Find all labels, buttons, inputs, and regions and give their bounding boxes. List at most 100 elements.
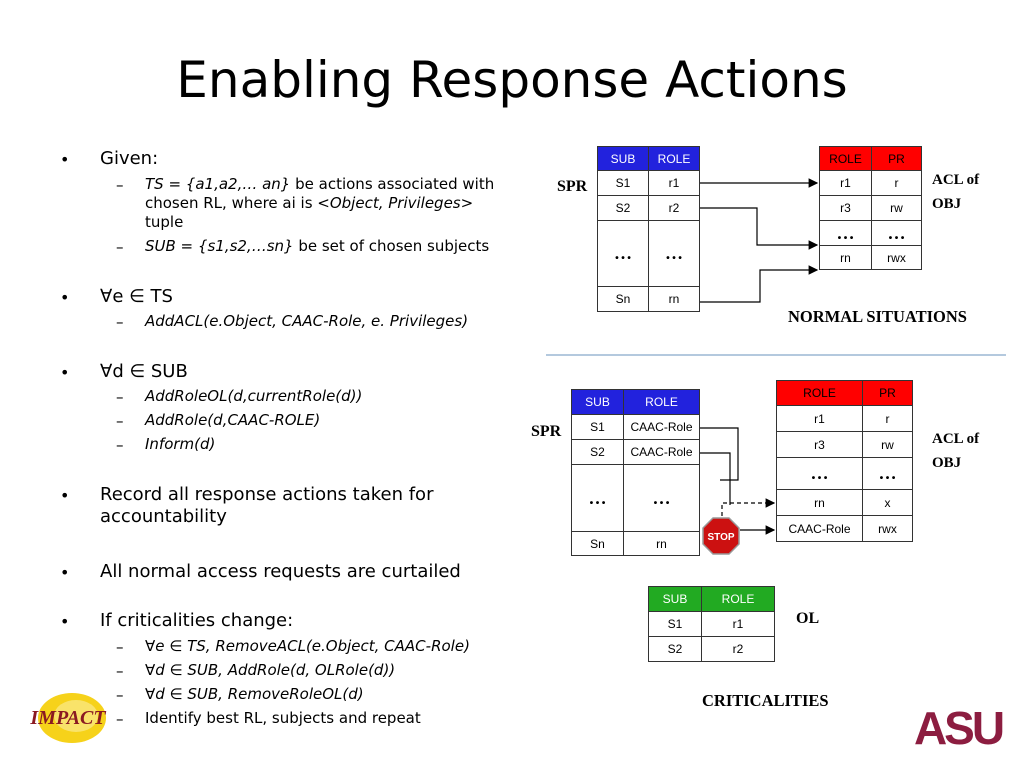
sub-dash: – — [116, 238, 124, 256]
table-row: … … — [819, 220, 922, 246]
table-cell: … — [862, 457, 913, 490]
header-cell: PR — [862, 380, 913, 406]
table-cell: x — [862, 489, 913, 516]
table-cell: CAAC-Role — [623, 414, 700, 440]
table-header-row: SUB ROLE — [648, 586, 775, 612]
table-row: … … — [597, 220, 700, 287]
table-row: S2 CAAC-Role — [571, 439, 700, 465]
sub-text: be set of chosen subjects — [293, 237, 490, 255]
table-cell: rw — [871, 195, 922, 221]
table-cell: … — [597, 220, 649, 287]
arrow-caac-s2 — [700, 452, 731, 505]
table-cell: S2 — [571, 439, 624, 465]
crit-ol-label: OL — [796, 610, 820, 627]
ts-definition: TS = {a1,a2,… an} — [145, 175, 291, 193]
sub-bullet-add-role-ol: ∀d ∈ SUB, AddRole(d, OLRole(d)) — [145, 661, 396, 679]
sub-dash: – — [116, 710, 124, 728]
table-row: S1 r1 — [648, 611, 775, 637]
table-cell: Sn — [571, 531, 624, 556]
table-cell: r1 — [648, 170, 700, 196]
bullet-criticalities: If criticalities change: — [100, 610, 294, 631]
arrow-rn — [700, 265, 819, 303]
acl-label-line: OBJ — [932, 455, 962, 471]
table-cell: r3 — [819, 195, 872, 221]
normal-caption: NORMAL SITUATIONS — [788, 307, 967, 326]
bullet-dot: • — [60, 486, 70, 505]
table-cell: rn — [819, 245, 872, 270]
table-header-row: ROLE PR — [819, 146, 922, 171]
table-cell: Sn — [597, 286, 649, 312]
slide-title: Enabling Response Actions — [176, 51, 848, 109]
sub-dash: – — [116, 412, 124, 430]
table-cell: rn — [776, 489, 863, 516]
table-cell: CAAC-Role — [776, 515, 863, 542]
ts-text-end: tuple — [145, 213, 184, 231]
table-cell: r1 — [776, 405, 863, 432]
table-row: rn x — [776, 489, 913, 516]
crit-caption: CRITICALITIES — [702, 691, 829, 710]
table-row: CAAC-Role rwx — [776, 515, 913, 542]
bullet-dot: • — [60, 563, 70, 582]
ts-tuple: <Object, Privileges> — [317, 194, 474, 212]
sub-bullet-identify: Identify best RL, subjects and repeat — [145, 709, 421, 727]
crit-acl-label: ACL of OBJ — [932, 427, 979, 475]
table-row: S1 r1 — [597, 170, 700, 196]
impact-logo-text: IMPACT — [29, 707, 106, 729]
table-cell: … — [648, 220, 700, 287]
table-cell: r — [862, 405, 913, 432]
sub-definition: SUB = {s1,s2,…sn} — [145, 237, 294, 255]
crit-spr-label: SPR — [531, 423, 562, 440]
table-cell: rn — [648, 286, 700, 312]
table-cell: r1 — [701, 611, 775, 637]
sub-dash: – — [116, 436, 124, 454]
table-row: … … — [571, 464, 700, 532]
asu-logo: ASU — [914, 702, 1006, 752]
table-row: r3 rw — [819, 195, 922, 221]
arrow-caac-s1 — [700, 427, 739, 481]
header-cell: ROLE — [819, 146, 872, 171]
table-cell: S1 — [571, 414, 624, 440]
sub-bullet-sub: SUB = {s1,s2,…sn} be set of chosen subje… — [145, 237, 515, 256]
normal-acl-table: ROLE PR r1 r r3 rw … … rn rwx — [819, 146, 922, 270]
arrow-r2 — [700, 207, 819, 250]
asu-logo-text: ASU — [914, 702, 1003, 752]
bullet-dot: • — [60, 150, 70, 169]
sub-dash: – — [116, 313, 124, 331]
table-cell: r2 — [648, 195, 700, 221]
table-row: r1 r — [776, 405, 913, 432]
header-cell: PR — [871, 146, 922, 171]
crit-acl-table: ROLE PR r1 r r3 rw … … rn x CAAC-Role rw… — [776, 380, 913, 542]
sub-dash: – — [116, 638, 124, 656]
bullet-record: Record all response actions taken for ac… — [100, 484, 434, 527]
table-cell: … — [623, 464, 700, 532]
header-cell: ROLE — [701, 586, 775, 612]
header-cell: ROLE — [648, 146, 700, 171]
sub-dash: – — [116, 388, 124, 406]
crit-ol-table: SUB ROLE S1 r1 S2 r2 — [648, 586, 775, 662]
table-row: S2 r2 — [648, 636, 775, 662]
table-cell: rwx — [862, 515, 913, 542]
sub-bullet-addrole: AddRole(d,CAAC-ROLE) — [145, 411, 321, 429]
bullet-forall-d: ∀d ∈ SUB — [100, 361, 188, 382]
sub-dash: – — [116, 176, 124, 194]
header-cell: ROLE — [623, 389, 700, 415]
stop-sign-icon: STOP — [702, 517, 740, 555]
table-cell: CAAC-Role — [623, 439, 700, 465]
sub-bullet-remove-role-ol: ∀d ∈ SUB, RemoveRoleOL(d) — [145, 685, 364, 703]
sub-dash: – — [116, 662, 124, 680]
sub-bullet-remove-acl: ∀e ∈ TS, RemoveACL(e.Object, CAAC-Role) — [145, 637, 470, 655]
table-row: rn rwx — [819, 245, 922, 270]
normal-acl-label: ACL of OBJ — [932, 168, 979, 216]
bullet-curtailed: All normal access requests are curtailed — [100, 561, 461, 582]
normal-spr-label: SPR — [557, 178, 588, 195]
acl-label-line: ACL of — [932, 172, 980, 188]
table-cell: r3 — [776, 431, 863, 458]
table-cell: S1 — [648, 611, 702, 637]
bullet-dot: • — [60, 288, 70, 307]
normal-spr-table: SUB ROLE S1 r1 S2 r2 … … Sn rn — [597, 146, 700, 312]
table-cell: r2 — [701, 636, 775, 662]
table-row: r1 r — [819, 170, 922, 196]
table-cell: rw — [862, 431, 913, 458]
table-header-row: ROLE PR — [776, 380, 913, 406]
